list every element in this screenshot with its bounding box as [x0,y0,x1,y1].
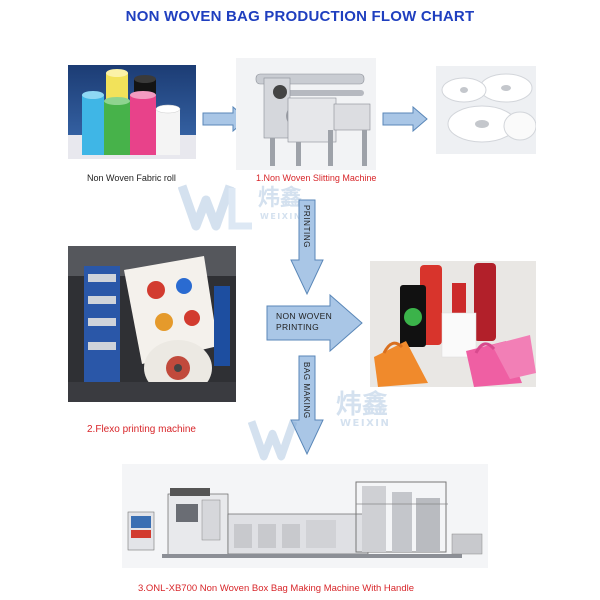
weixin-watermark-logo-2: 炜鑫 WEIXIN [248,384,448,461]
bag-making-machine-photo [122,464,488,568]
watermark-chinese-text-2: 炜鑫 [336,390,389,420]
watermark-english-text-2: WEIXIN [340,418,391,429]
weixin-watermark-logo: 炜鑫 WEIXIN [178,178,388,238]
fabric-roll-photo [68,65,196,159]
non-woven-printing-label: NON WOVEN PRINTING [276,311,346,333]
watermark-chinese-text: 炜鑫 [258,186,303,211]
arrow-non-woven-printing [266,293,364,353]
non-woven-printing-line2: PRINTING [276,322,320,332]
arrow-bag-making-down [290,355,324,456]
printed-bags-photo [370,261,536,387]
non-woven-printing-line1: NON WOVEN [276,311,333,321]
flexo-machine-caption: 2.Flexo printing machine [87,424,196,435]
slitting-machine-caption: 1.Non Woven Slitting Machine [256,173,377,183]
arrow-printing-down [290,199,324,296]
flexo-printing-machine-photo [68,246,236,402]
fabric-roll-caption: Non Woven Fabric roll [87,173,176,183]
arrow-to-slit-rolls [382,105,429,133]
printing-vertical-label: PRINTING [302,205,311,249]
slit-rolls-photo [436,66,536,154]
watermark-english-text: WEIXIN [260,212,303,221]
slitting-machine-photo [236,58,376,170]
flow-chart-title: NON WOVEN BAG PRODUCTION FLOW CHART [125,8,475,25]
bag-making-machine-caption: 3.ONL-XB700 Non Woven Box Bag Making Mac… [138,583,414,594]
bag-making-vertical-label: BAG MAKING [302,362,311,419]
